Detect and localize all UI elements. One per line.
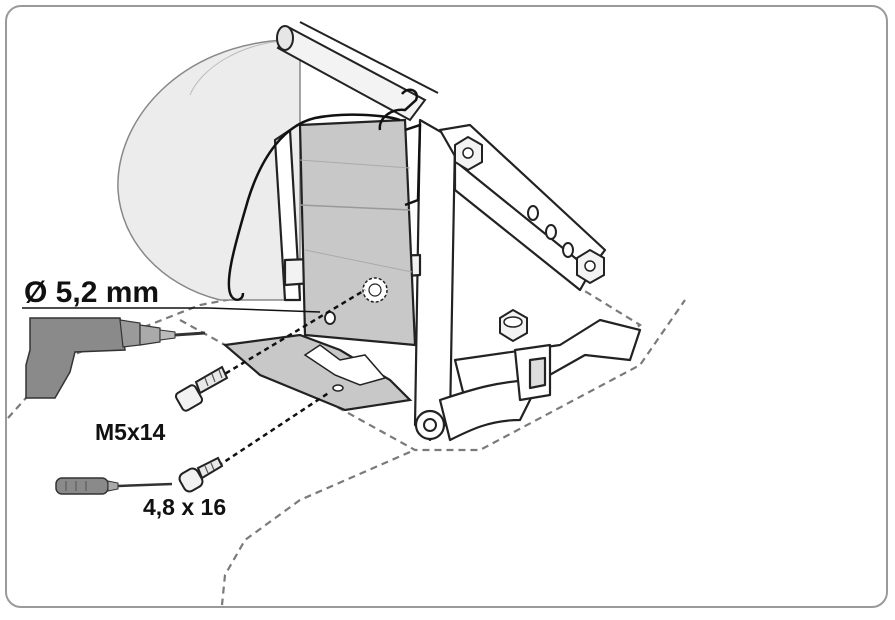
screwdriver-icon — [56, 478, 172, 494]
paper-roll — [118, 40, 300, 300]
drill-icon — [26, 318, 205, 398]
hex-nut-right — [577, 250, 604, 283]
screw-icon — [177, 458, 222, 494]
hex-nut-top — [455, 137, 482, 170]
drill-hole-diameter-label: Ø 5,2 mm — [24, 276, 159, 310]
bolt-icon — [174, 367, 227, 412]
screw-size-label: 4,8 x 16 — [143, 494, 226, 521]
plate-flange — [225, 335, 410, 410]
base-pivot — [416, 411, 444, 439]
hex-nut-base — [500, 310, 527, 341]
bolt-size-label: M5x14 — [95, 419, 165, 446]
roll-shaft — [277, 22, 438, 120]
